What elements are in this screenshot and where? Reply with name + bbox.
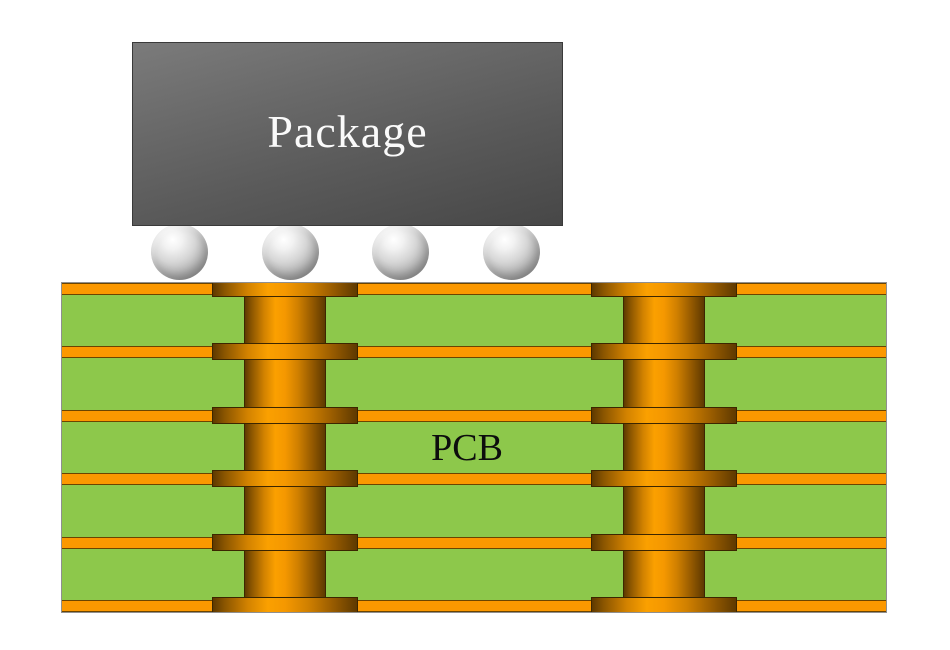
dielectric-layer (62, 421, 886, 474)
pcb-label: PCB (431, 427, 503, 469)
solder-ball (150, 224, 208, 280)
via-pad (591, 406, 737, 424)
via-pad (591, 283, 737, 297)
via-pad (212, 343, 358, 361)
dielectric-layer (62, 295, 886, 347)
via-pad (591, 343, 737, 361)
via-pad (212, 533, 358, 551)
solder-ball (371, 224, 429, 280)
solder-ball (482, 224, 540, 280)
package-block: Package (132, 42, 563, 226)
dielectric-layer (62, 548, 886, 600)
copper-layer (62, 473, 886, 486)
pcb-block: PCB (61, 282, 887, 613)
copper-layer (62, 536, 886, 549)
copper-layer (62, 283, 886, 295)
via-barrel (623, 283, 705, 612)
via-pad (591, 470, 737, 488)
via-pad (591, 597, 737, 612)
copper-layer (62, 346, 886, 359)
dielectric-layer (62, 485, 886, 537)
via-pad (212, 406, 358, 424)
solder-ball (261, 224, 319, 280)
package-label: Package (267, 106, 428, 157)
via-pad (591, 533, 737, 551)
via-barrel (244, 283, 326, 612)
via-pad (212, 597, 358, 612)
copper-layer (62, 409, 886, 422)
copper-layer (62, 600, 886, 612)
dielectric-layer (62, 358, 886, 410)
via-pad (212, 283, 358, 297)
via-pad (212, 470, 358, 488)
